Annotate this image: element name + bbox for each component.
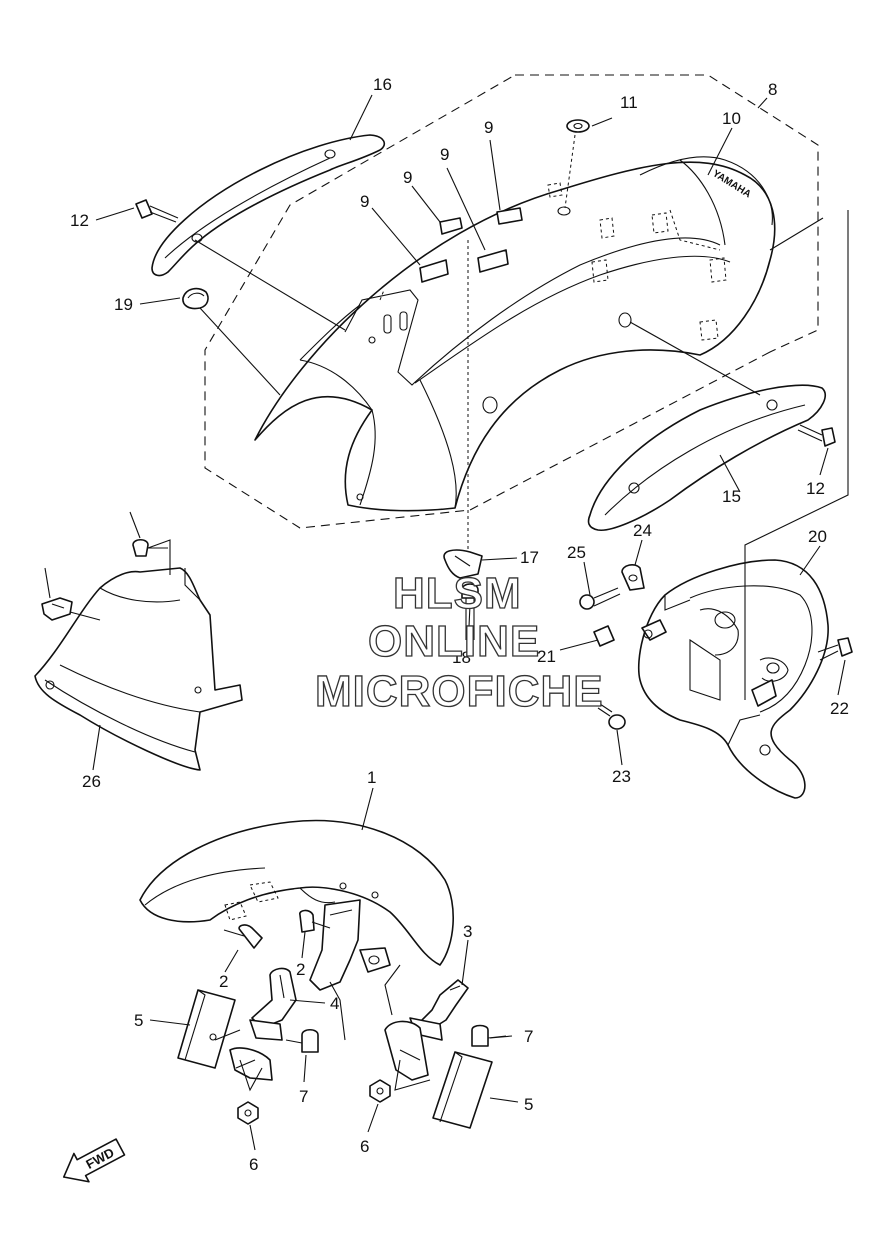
nut-26 xyxy=(41,597,73,621)
callout-labels: 16 12 19 11 10 8 9 9 9 9 12 15 17 18 20 … xyxy=(70,75,849,1174)
bracket-3 xyxy=(409,979,469,1041)
grommet-17 xyxy=(182,287,209,310)
callout-12-upper: 12 xyxy=(70,211,89,230)
callout-3: 3 xyxy=(463,922,472,941)
callout-18: 20 xyxy=(808,527,827,546)
lower-mount-right xyxy=(384,1020,429,1081)
watermark-line-1: HLSM xyxy=(393,569,522,618)
reflector-5-left xyxy=(177,989,236,1069)
bolt-7-right xyxy=(471,1024,507,1047)
callout-19: 21 xyxy=(537,647,556,666)
nut-6-left xyxy=(237,1101,259,1125)
washer-11 xyxy=(557,119,590,216)
callout-1: 1 xyxy=(367,768,376,787)
callout-21: 23 xyxy=(612,767,631,786)
rear-guard-14 xyxy=(151,134,386,277)
bolt-2-right xyxy=(299,909,331,933)
front-fender-bracket xyxy=(309,899,391,991)
callout-6-right: 6 xyxy=(360,1137,369,1156)
callout-20: 22 xyxy=(830,699,849,718)
callout-5-right: 5 xyxy=(524,1095,533,1114)
callout-14: 16 xyxy=(373,75,392,94)
bolt-2-left xyxy=(223,924,263,949)
inner-fender-24 xyxy=(34,567,243,771)
callout-13: 15 xyxy=(722,487,741,506)
callout-24: 26 xyxy=(82,772,101,791)
reflector-5-right xyxy=(432,1051,493,1129)
watermark: HLSM ONLINE MICROFICHE xyxy=(314,568,604,716)
callout-7-left: 7 xyxy=(299,1087,308,1106)
callout-2-right: 2 xyxy=(296,960,305,979)
callout-11: 11 xyxy=(620,93,638,112)
nut-6-right xyxy=(369,1079,391,1103)
tail-light-bracket-18 xyxy=(637,559,829,799)
clip-15 xyxy=(443,549,483,579)
leader-lines xyxy=(44,94,849,1151)
lower-mount-left xyxy=(229,1047,273,1081)
bolt-12-upper xyxy=(135,199,179,223)
nut-19 xyxy=(593,625,615,647)
callout-6-left: 6 xyxy=(249,1155,258,1174)
callout-23: 25 xyxy=(567,543,586,562)
callout-12-lower: 12 xyxy=(806,479,825,498)
clamp-22 xyxy=(621,563,645,591)
watermark-line-3: MICROFICHE xyxy=(315,667,604,716)
clip-25 xyxy=(132,538,168,557)
callout-9-b: 9 xyxy=(440,145,449,164)
callout-9-a: 9 xyxy=(484,118,493,137)
screw-23 xyxy=(579,587,621,610)
callout-17: 19 xyxy=(114,295,133,314)
callout-15: 17 xyxy=(520,548,539,567)
callout-4: 4 xyxy=(330,994,339,1013)
callout-9-d: 9 xyxy=(360,192,369,211)
callout-9-c: 9 xyxy=(403,168,412,187)
front-fender-1 xyxy=(139,819,454,966)
forward-direction-arrow: FWD xyxy=(62,1138,126,1183)
side-guard-13 xyxy=(587,384,826,531)
rear-fender xyxy=(254,159,776,512)
rear-fender-assembly-boundary xyxy=(204,74,819,529)
screw-21 xyxy=(597,703,626,730)
callout-10: 10 xyxy=(722,109,741,128)
bolt-12-lower xyxy=(797,424,836,447)
bolt-7-left xyxy=(285,1028,319,1053)
bolt-16 xyxy=(461,583,479,640)
callout-16: 18 xyxy=(452,648,471,667)
callout-5-left: 5 xyxy=(134,1011,143,1030)
callout-8: 8 xyxy=(768,80,777,99)
callout-22: 24 xyxy=(633,521,652,540)
callout-7-right: 7 xyxy=(524,1027,533,1046)
callout-2-left: 2 xyxy=(219,972,228,991)
watermark-line-2: ONLINE xyxy=(368,617,540,666)
bracket-4 xyxy=(249,967,297,1041)
bolt-20 xyxy=(817,637,853,661)
